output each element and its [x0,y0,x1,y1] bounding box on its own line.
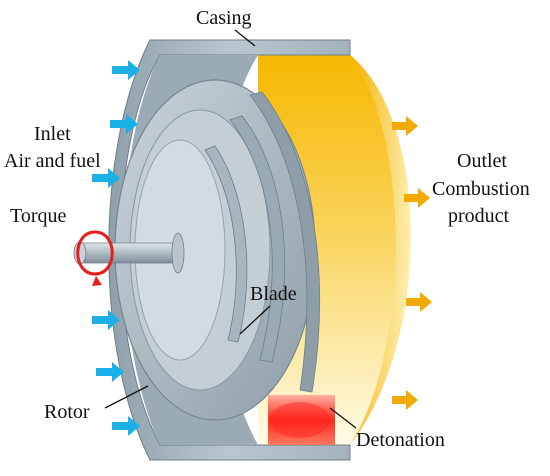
label-outlet-sub1: Combustion [432,178,530,200]
detonation-leader [329,407,357,429]
detonation-glow [270,402,330,438]
label-rotor: Rotor [44,401,90,423]
arrow-right-icon [406,292,432,312]
rotor-leader [104,385,149,409]
blade-3 [204,145,248,343]
label-outlet: Outlet [457,150,507,172]
outlet-arrows [392,116,432,410]
shaft-flange [171,232,185,274]
blade-leader [239,305,271,335]
arrow-right-icon [110,114,138,134]
casing-leader [234,29,256,47]
label-blade: Blade [250,283,297,305]
arrow-right-icon [392,116,418,136]
arrow-right-icon [404,188,430,208]
shaft [77,242,179,264]
arrow-right-icon [92,310,120,330]
label-torque: Torque [10,205,66,227]
blade-1 [229,115,286,363]
arrow-right-icon [92,168,120,188]
rotation-ring-icon [76,230,114,286]
label-inlet-sub: Air and fuel [4,150,101,172]
inlet-arrows [92,60,140,436]
combustion-rim [350,55,411,445]
arrow-right-icon [112,60,140,80]
arrow-right-icon [96,362,124,382]
label-casing: Casing [196,7,252,29]
arrow-right-icon [112,416,140,436]
leader-lines [104,29,357,429]
blade-2 [249,91,321,393]
detonation-zone [268,395,335,445]
label-outlet-sub2: product [448,205,510,227]
arrow-right-icon [392,390,418,410]
label-detonation: Detonation [356,429,445,451]
label-inlet: Inlet [34,123,71,145]
